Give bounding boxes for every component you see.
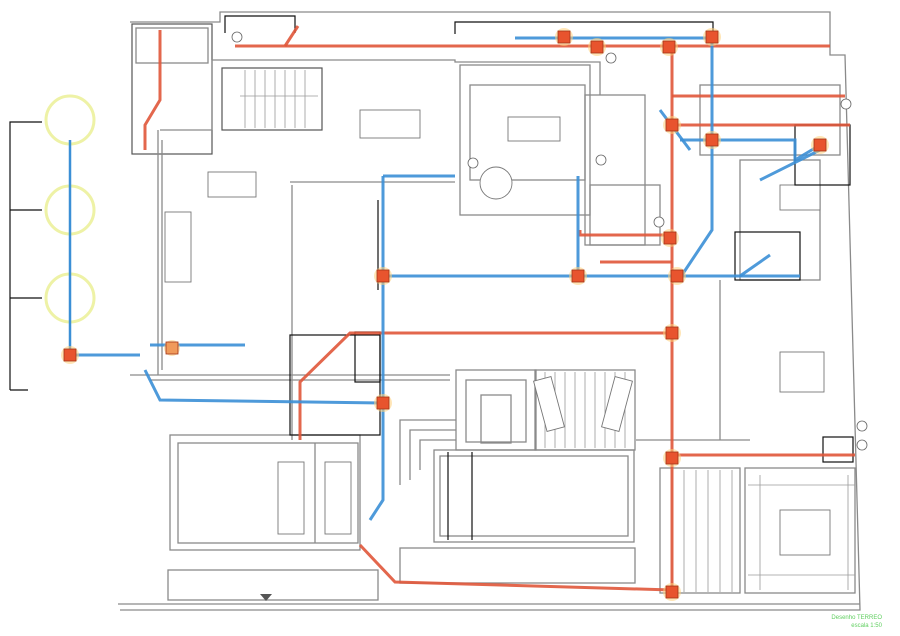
inspection-box bbox=[811, 136, 829, 154]
inspection-box bbox=[663, 449, 681, 467]
inspection-box bbox=[374, 267, 392, 285]
inspection-box bbox=[569, 267, 587, 285]
drawing-scale: escala 1:50 bbox=[851, 623, 882, 629]
furniture bbox=[164, 109, 825, 535]
site-boundary bbox=[118, 11, 861, 611]
inspection-boxes bbox=[61, 28, 829, 601]
inspection-box bbox=[164, 340, 180, 356]
water-pipes bbox=[143, 36, 821, 521]
pipe-tags bbox=[231, 31, 868, 451]
left-dimension-lines bbox=[9, 121, 42, 391]
inspection-box bbox=[703, 28, 721, 46]
building-walls bbox=[130, 23, 856, 601]
inspection-box bbox=[668, 267, 686, 285]
inspection-box bbox=[374, 394, 392, 412]
drawing-title: Desenho TERREO bbox=[831, 615, 882, 621]
inspection-box bbox=[703, 131, 721, 149]
inspection-box bbox=[555, 28, 573, 46]
inspection-box bbox=[663, 324, 681, 342]
inspection-box bbox=[660, 38, 678, 56]
inspection-box bbox=[588, 38, 606, 56]
inspection-box bbox=[663, 116, 681, 134]
sewer-pipes bbox=[143, 25, 855, 592]
inspection-box bbox=[661, 229, 679, 247]
section-marker bbox=[260, 594, 272, 601]
water-line-left bbox=[68, 140, 140, 357]
title-block: Desenho TERREO escala 1:50 bbox=[831, 614, 882, 630]
inspection-box bbox=[663, 583, 681, 601]
inspection-box bbox=[61, 346, 79, 364]
